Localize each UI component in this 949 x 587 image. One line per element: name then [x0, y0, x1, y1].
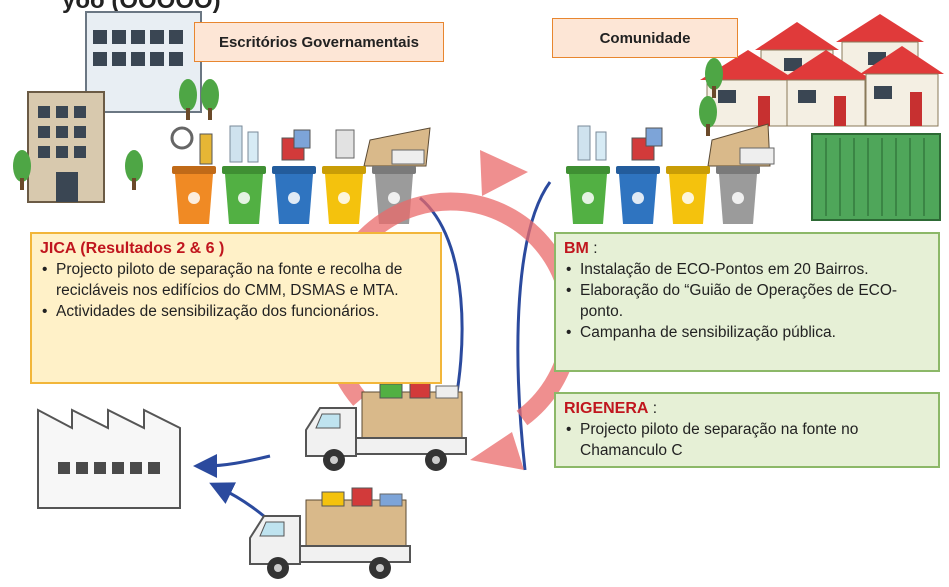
flow-arrow-upper [193, 453, 271, 478]
tree-icon [13, 79, 219, 190]
rigenera-list: Projecto piloto de separação na fonte no… [564, 419, 930, 461]
truck-icon [249, 487, 411, 579]
flow-line-right [516, 181, 552, 471]
list-item: Campanha de sensibilização pública. [564, 322, 930, 343]
rigenera-heading: RIGENERA : [564, 398, 930, 419]
list-item: Instalação de ECO-Pontos em 20 Bairros. [564, 259, 930, 280]
recyclables-icon [577, 123, 775, 167]
list-item: Projecto piloto de separação na fonte no… [564, 419, 930, 461]
shipping-container-icon [811, 133, 941, 221]
bm-colon: : [593, 240, 598, 257]
jica-title: JICA (Resultados 2 & 6 ) [40, 240, 225, 257]
bm-box: BM : Instalação de ECO-Pontos em 20 Bair… [554, 232, 940, 372]
community-label: Comunidade [552, 18, 738, 58]
rigenera-box: RIGENERA : Projecto piloto de separação … [554, 392, 940, 468]
bm-list: Instalação de ECO-Pontos em 20 Bairros. … [564, 259, 930, 343]
recycling-bin-icon [566, 166, 760, 224]
tree-icon [699, 58, 723, 136]
cut-title: yoo (OOOOO) [62, 0, 221, 14]
bm-title: BM [564, 240, 589, 257]
jica-list: Projecto piloto de separação na fonte e … [40, 259, 432, 322]
factory-icon [37, 408, 181, 509]
rigenera-colon: : [652, 400, 658, 417]
truck-icon [305, 379, 467, 471]
government-offices-label: Escritórios Governamentais [194, 22, 444, 62]
recycling-bin-icon [172, 166, 416, 224]
jica-box: JICA (Resultados 2 & 6 ) Projecto piloto… [30, 232, 442, 384]
bm-heading: BM : [564, 238, 930, 259]
list-item: Projecto piloto de separação na fonte e … [40, 259, 432, 301]
recyclables-icon [170, 125, 431, 167]
house-icon [700, 14, 944, 127]
list-item: Elaboração do “Guião de Operações de ECO… [564, 280, 930, 322]
rigenera-title: RIGENERA [564, 400, 649, 417]
list-item: Actividades de sensibilização dos funcio… [40, 301, 432, 322]
